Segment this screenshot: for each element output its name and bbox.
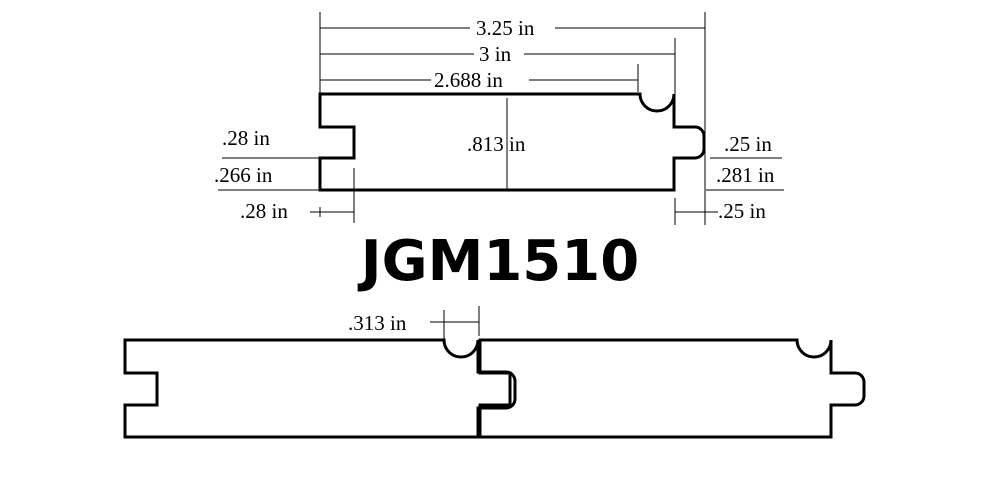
page-title: JGM1510 <box>357 229 639 294</box>
shoulder-width-label: 2.688 in <box>434 68 503 92</box>
groove-top-label: .28 in <box>222 126 270 150</box>
board-profile-right <box>478 338 866 439</box>
overall-width-label: 3.25 in <box>476 16 535 40</box>
board-profile-top <box>318 92 706 192</box>
thickness-label: .813 in <box>467 132 526 156</box>
groove-depth-label: .28 in <box>240 199 288 223</box>
tongue-width-label: .281 in <box>716 163 775 187</box>
face-width-label: 3 in <box>479 42 512 66</box>
board-profile-left <box>123 338 517 439</box>
tongue-top-label: .25 in <box>724 132 772 156</box>
tongue-length-label: .25 in <box>718 199 766 223</box>
groove-width-label: .266 in <box>214 163 273 187</box>
bead-offset-label: .313 in <box>348 311 407 335</box>
